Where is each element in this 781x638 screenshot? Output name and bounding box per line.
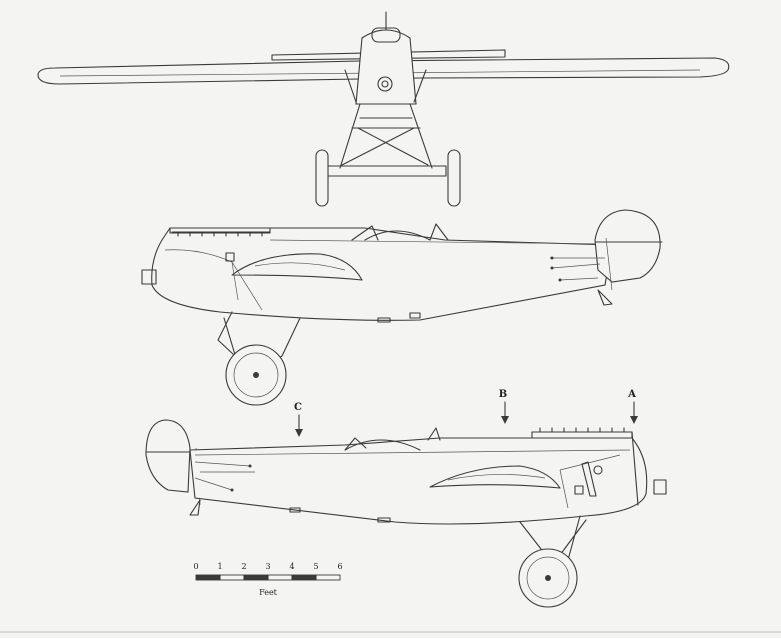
scale-tick-0: 0 bbox=[193, 562, 198, 571]
marker-c: C bbox=[294, 402, 303, 437]
marker-a: A bbox=[627, 389, 638, 424]
scale-tick-2: 2 bbox=[241, 562, 246, 571]
front-view-left-wheel bbox=[315, 149, 329, 207]
front-view bbox=[37, 11, 730, 207]
scale-tick-1: 1 bbox=[217, 562, 222, 571]
side-view-right-prop-hub bbox=[653, 479, 667, 495]
marker-b-label: B bbox=[499, 389, 507, 400]
side-view-left-louvres bbox=[171, 231, 271, 237]
side-view-left-wing-section bbox=[231, 253, 363, 281]
marker-b: B bbox=[499, 389, 509, 424]
side-view-right-fin bbox=[145, 419, 191, 493]
side-view-left-fuselage bbox=[151, 227, 613, 321]
front-view-spinner bbox=[377, 76, 393, 92]
scale-tick-6: 6 bbox=[337, 562, 342, 571]
side-view-right-wing-section bbox=[429, 465, 561, 489]
side-view-left-fin bbox=[594, 209, 661, 283]
side-view-left bbox=[141, 209, 663, 406]
side-view-right-louvres bbox=[539, 427, 625, 433]
front-view-right-wheel bbox=[447, 149, 461, 207]
scale-unit-label: Feet bbox=[259, 588, 278, 597]
scale-tick-5: 5 bbox=[313, 562, 318, 571]
front-view-undercarriage bbox=[339, 103, 433, 169]
front-view-tailplane bbox=[271, 49, 506, 61]
side-view-right-fuselage bbox=[189, 437, 648, 525]
front-view-wing bbox=[37, 57, 730, 85]
side-view-right-undercarriage bbox=[519, 515, 587, 561]
side-view-right bbox=[145, 419, 667, 608]
front-view-fuselage bbox=[355, 29, 417, 105]
side-view-left-prop-hub bbox=[141, 269, 157, 285]
marker-c-label: C bbox=[294, 402, 302, 413]
marker-a-label: A bbox=[627, 389, 636, 400]
scale-tick-4: 4 bbox=[289, 562, 294, 571]
scale-tick-3: 3 bbox=[265, 562, 270, 571]
scale-bar: 0 1 2 3 4 5 6 Feet bbox=[193, 562, 342, 597]
